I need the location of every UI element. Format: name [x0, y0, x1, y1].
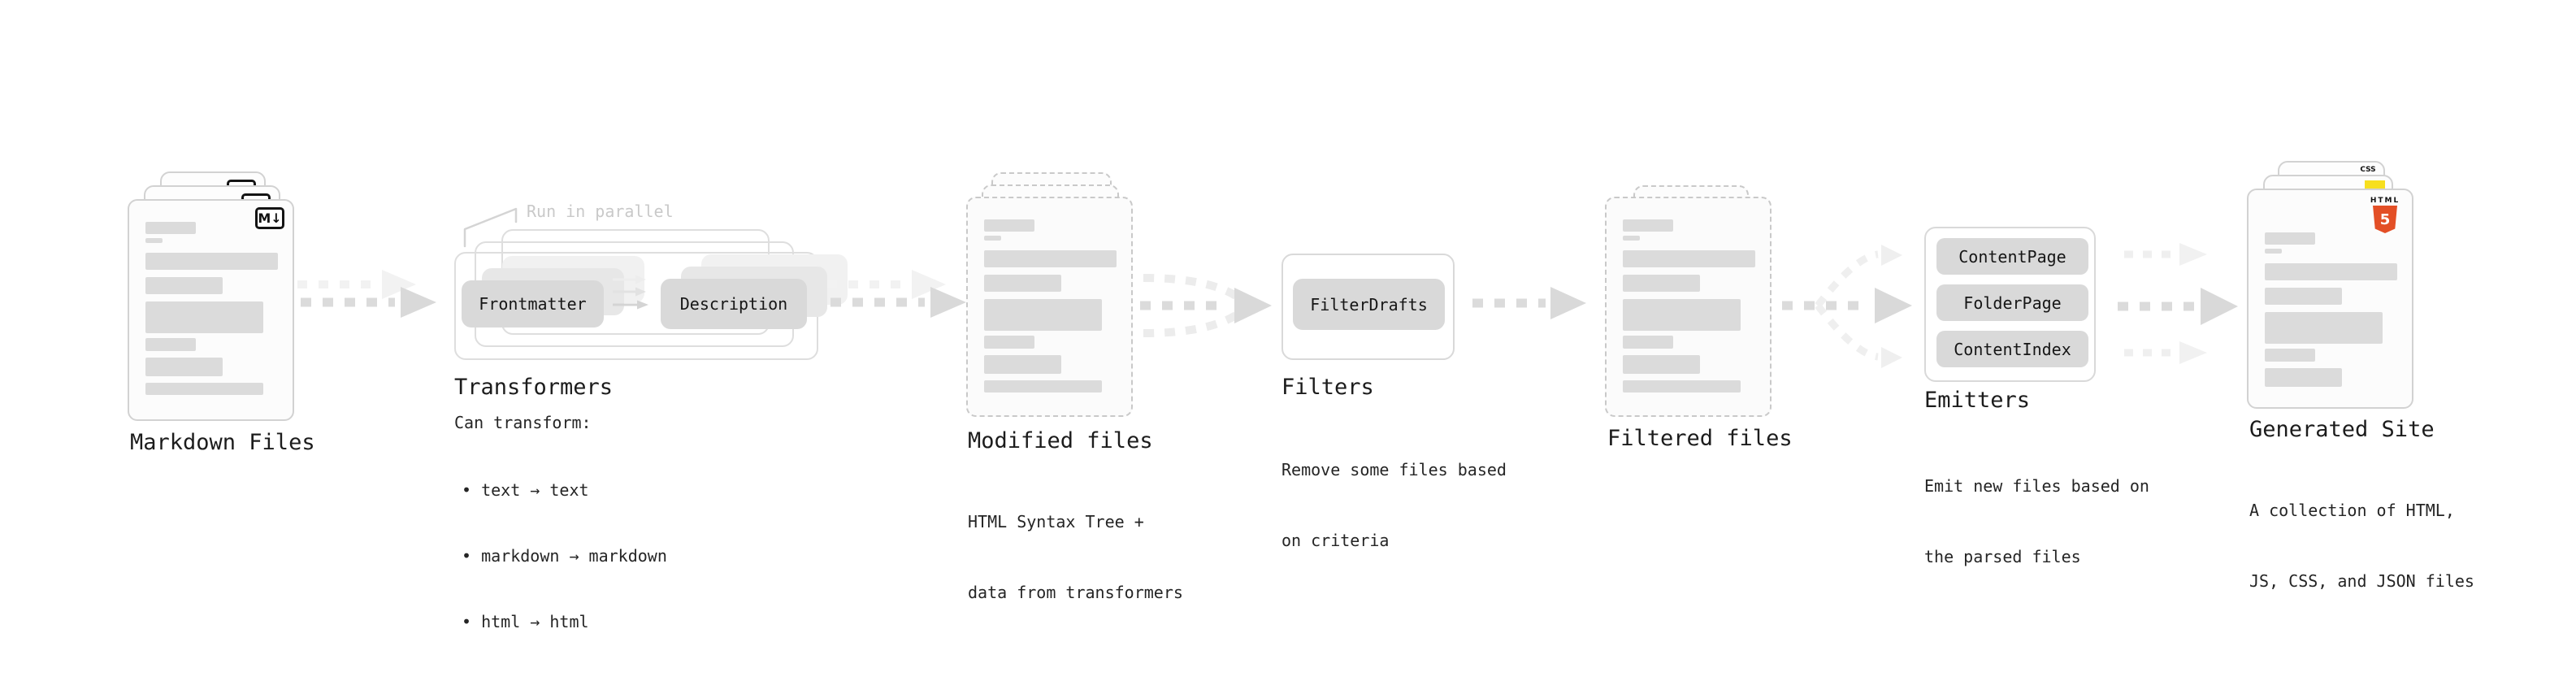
run-in-parallel-connector: [463, 207, 518, 248]
emitter-contentindex: ContentIndex: [1936, 331, 2088, 367]
desc-line: JS, CSS, and JSON files: [2249, 571, 2474, 591]
text-line-placeholder: [984, 250, 1117, 267]
desc-line: data from transformers: [968, 583, 1183, 602]
desc-line: the parsed files: [1924, 547, 2081, 566]
transformers-bullet-list: • text → text • markdown → markdown • ht…: [462, 436, 667, 677]
bullet-item: • text → text: [462, 480, 589, 500]
desc-line: A collection of HTML,: [2249, 501, 2455, 520]
emitters-title: Emitters: [1924, 388, 2031, 413]
emitters-desc: Emit new files based on the parsed files: [1924, 427, 2149, 616]
text-line-placeholder: [1623, 355, 1700, 374]
bullet-item: • markdown → markdown: [462, 546, 667, 566]
transformers-desc-heading: Can transform:: [454, 413, 592, 432]
text-line-placeholder: [145, 383, 263, 395]
text-line-placeholder: [145, 301, 263, 333]
emitter-folderpage: FolderPage: [1936, 284, 2088, 321]
markdown-file-card-front: M↓: [128, 199, 294, 421]
desc-line: HTML Syntax Tree +: [968, 512, 1144, 531]
text-line-placeholder: [145, 277, 223, 294]
arrow-transformers-to-modified: [827, 270, 966, 318]
text-line-placeholder: [145, 358, 223, 376]
text-line-placeholder: [145, 253, 278, 270]
arrow-modified-to-filters: [1140, 274, 1272, 337]
filterdrafts-box: FilterDrafts: [1293, 279, 1445, 330]
document-skeleton: [129, 201, 293, 395]
text-line-placeholder: [984, 355, 1061, 374]
text-line-placeholder: [2265, 232, 2315, 245]
filtered-files-title: Filtered files: [1607, 426, 1793, 451]
text-line-placeholder: [1623, 250, 1755, 267]
modified-files-title: Modified files: [968, 428, 1153, 453]
text-line-placeholder: [1623, 219, 1673, 232]
desc-line: Emit new files based on: [1924, 476, 2149, 496]
description-box: Description: [661, 279, 807, 329]
arrows-emitters-to-generated: [2118, 243, 2238, 364]
text-line-placeholder: [984, 275, 1061, 292]
modified-file-card-front: [966, 197, 1133, 417]
markdown-files-title: Markdown Files: [130, 430, 315, 455]
text-line-placeholder: [145, 222, 196, 234]
text-line-placeholder: [984, 236, 1001, 241]
text-line-placeholder: [2265, 263, 2397, 280]
text-line-placeholder: [2265, 312, 2383, 344]
text-line-placeholder: [2265, 368, 2342, 387]
text-line-placeholder: [2265, 249, 2282, 254]
filters-title: Filters: [1281, 375, 1374, 400]
text-line-placeholder: [984, 219, 1034, 232]
text-line-placeholder: [1623, 336, 1673, 349]
transformers-title: Transformers: [454, 375, 614, 400]
node-markdown-files: M↓ M↓ M↓: [128, 171, 331, 423]
document-skeleton: [968, 198, 1131, 393]
generated-site-title: Generated Site: [2249, 417, 2435, 442]
node-modified-files: [966, 172, 1169, 420]
filters-desc: Remove some files based on criteria: [1281, 411, 1507, 600]
frontmatter-box: Frontmatter: [462, 280, 604, 327]
generated-site-desc: A collection of HTML, JS, CSS, and JSON …: [2249, 452, 2474, 640]
text-line-placeholder: [2265, 288, 2342, 305]
text-line-placeholder: [1623, 299, 1741, 331]
node-filtered-files: [1605, 185, 1804, 421]
document-skeleton: [1607, 198, 1770, 393]
html5-icon-word: HTML: [2370, 197, 2400, 205]
text-line-placeholder: [984, 380, 1102, 393]
text-line-placeholder: [2265, 349, 2315, 362]
html5-icon: HTML 5: [2366, 197, 2404, 233]
desc-line: Remove some files based: [1281, 460, 1507, 479]
html5-icon-shield: 5: [2373, 206, 2397, 233]
text-line-placeholder: [1623, 275, 1700, 292]
markdown-icon: M↓: [255, 207, 284, 229]
text-line-placeholder: [984, 299, 1102, 331]
filters-container: [1281, 254, 1455, 360]
emitters-container: ContentPage FolderPage ContentIndex: [1924, 227, 2096, 382]
run-in-parallel-label: Run in parallel: [527, 202, 674, 221]
filtered-file-card-front: [1605, 197, 1772, 417]
text-line-placeholder: [1623, 236, 1640, 241]
arrow-filtered-to-emitters: [1782, 245, 1912, 368]
node-generated-site: CSS HTML 5: [2247, 161, 2450, 413]
desc-line: on criteria: [1281, 531, 1390, 550]
generated-file-card-front: HTML 5: [2247, 189, 2413, 409]
text-line-placeholder: [984, 336, 1034, 349]
emitter-contentpage: ContentPage: [1936, 238, 2088, 275]
parallel-arrows: [613, 275, 648, 310]
modified-files-desc: HTML Syntax Tree + data from transformer…: [968, 463, 1183, 652]
css-icon-label: CSS: [2360, 166, 2376, 174]
arrow-markdown-to-transformers: [297, 270, 436, 318]
document-skeleton: [2249, 190, 2412, 387]
text-line-placeholder: [145, 338, 196, 351]
bullet-item: • html → html: [462, 612, 589, 631]
text-line-placeholder: [1623, 380, 1741, 393]
text-line-placeholder: [145, 238, 163, 243]
arrow-filters-to-filtered: [1472, 287, 1586, 319]
